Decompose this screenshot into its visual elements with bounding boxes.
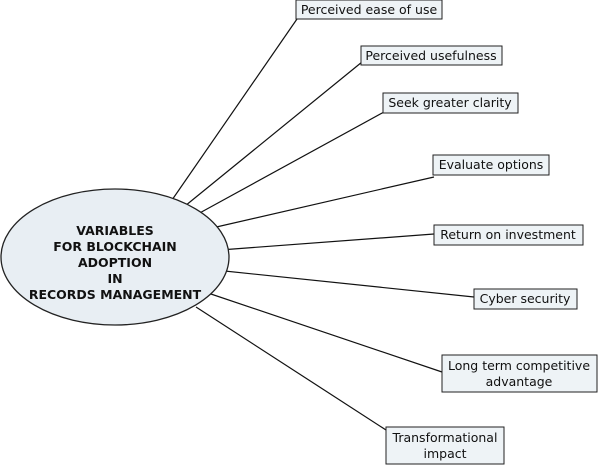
center-title-line: VARIABLES <box>76 223 153 238</box>
center-topic: VARIABLES FOR BLOCKCHAIN ADOPTION IN REC… <box>0 188 230 326</box>
variable-label: Long term competitive <box>448 358 590 373</box>
variable-label: Transformational <box>392 430 498 445</box>
center-title-line: RECORDS MANAGEMENT <box>29 287 202 302</box>
center-title-line: ADOPTION <box>78 255 152 270</box>
variable-label: Perceived ease of use <box>301 2 438 17</box>
variable-label: advantage <box>486 374 553 389</box>
variable-box <box>360 45 503 66</box>
center-title-line: IN <box>107 271 122 286</box>
variable-box <box>385 426 505 465</box>
connector-long-term-competitive-advantage <box>204 291 443 373</box>
variable-box <box>441 354 598 393</box>
center-title-line: FOR BLOCKCHAIN <box>53 239 177 254</box>
variable-label: Seek greater clarity <box>388 95 512 110</box>
center-ellipse <box>0 188 230 326</box>
variable-label: Cyber security <box>480 291 571 306</box>
variable-node-perceived-ease-of-use: Perceived ease of use <box>295 0 443 20</box>
variable-box <box>382 92 519 114</box>
variable-label: Evaluate options <box>439 157 544 172</box>
variable-node-evaluate-options: Evaluate options <box>432 154 550 176</box>
variable-node-long-term-competitive-advantage: Long term competitive advantage <box>441 354 598 393</box>
connector-transformational-impact <box>195 306 387 431</box>
variable-label: Return on investment <box>440 227 576 242</box>
variable-box <box>295 0 443 20</box>
variable-nodes: Perceived ease of use Perceived usefulne… <box>295 0 598 465</box>
variable-node-cyber-security: Cyber security <box>473 288 578 310</box>
connector-evaluate-options <box>211 176 435 229</box>
variable-box <box>432 154 550 176</box>
connector-perceived-usefulness <box>184 61 363 207</box>
variable-node-seek-greater-clarity: Seek greater clarity <box>382 92 519 114</box>
variable-box <box>433 224 584 246</box>
connector-seek-greater-clarity <box>195 111 385 216</box>
connector-return-on-investment <box>219 233 435 251</box>
connector-cyber-security <box>214 269 475 298</box>
variable-node-perceived-usefulness: Perceived usefulness <box>360 45 503 66</box>
connectors <box>171 18 475 431</box>
variable-box <box>473 288 578 310</box>
variable-node-return-on-investment: Return on investment <box>433 224 584 246</box>
connector-perceived-ease-of-use <box>171 18 298 201</box>
variable-label: impact <box>423 446 466 461</box>
variable-node-transformational-impact: Transformational impact <box>385 426 505 465</box>
variable-label: Perceived usefulness <box>365 48 496 63</box>
